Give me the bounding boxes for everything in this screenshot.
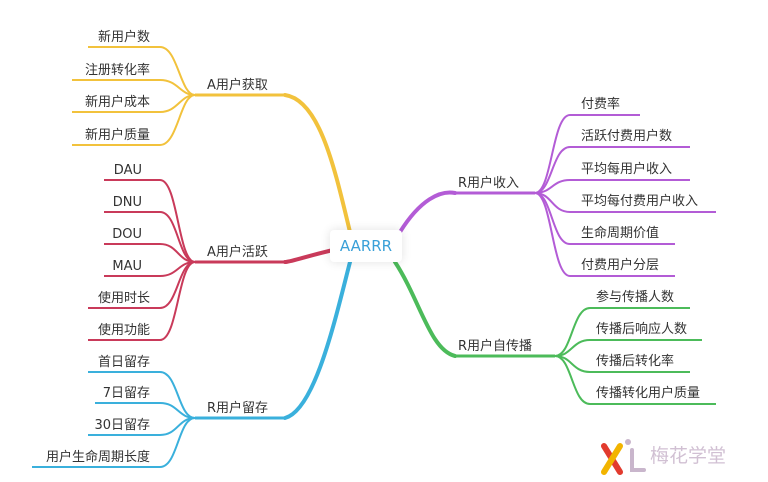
- leaf-activation-usage-duration: 使用时长: [97, 291, 150, 306]
- leaf-activation-dou: DOU: [112, 227, 142, 242]
- watermark-text: 梅花学堂: [650, 445, 727, 467]
- leaf-activation-dau: DAU: [113, 163, 142, 178]
- branch-activation-label: A用户活跃: [207, 245, 268, 260]
- leaf-retention-day30: 30日留存: [94, 418, 150, 433]
- leaf-activation-dnu: DNU: [112, 195, 142, 210]
- connector-center-revenue: [398, 190, 457, 234]
- leaf-referral-conversion-rate: 传播后转化率: [596, 354, 675, 369]
- leaf-revenue-active-paying-users: 活跃付费用户数: [581, 129, 673, 144]
- watermark: 梅花学堂: [598, 432, 758, 480]
- leaf-acquisition-new-users: 新用户数: [97, 30, 150, 45]
- leaf-revenue-pay-rate: 付费率: [581, 97, 621, 112]
- leaf-revenue-arppu: 平均每付费用户收入: [581, 194, 699, 209]
- connector-center-referral: [393, 260, 457, 358]
- center-node: AARRR: [330, 230, 402, 262]
- leaf-referral-converted-user-quality: 传播转化用户质量: [596, 386, 701, 401]
- connector-center-activation: [283, 248, 335, 264]
- leaf-retention-day7: 7日留存: [102, 386, 150, 401]
- leaf-retention-day1: 首日留存: [97, 355, 150, 370]
- leaf-revenue-arpu: 平均每用户收入: [581, 162, 673, 177]
- leaf-activation-mau: MAU: [112, 259, 142, 274]
- leaf-activation-usage-features: 使用功能: [97, 323, 150, 338]
- branch-revenue-label: R用户收入: [458, 176, 520, 191]
- watermark-logo-icon: [601, 439, 646, 475]
- connector-center-retention: [283, 260, 352, 420]
- leaf-acquisition-signup-conversion: 注册转化率: [84, 63, 150, 78]
- leaf-referral-participants: 参与传播人数: [596, 290, 675, 305]
- branch-retention-label: R用户留存: [207, 401, 269, 416]
- leaf-retention-lifecycle-length: 用户生命周期长度: [45, 450, 150, 465]
- leaf-referral-responders: 传播后响应人数: [596, 322, 688, 337]
- leaf-acquisition-new-user-cost: 新用户成本: [84, 95, 150, 110]
- connector-center-acquisition: [283, 93, 352, 234]
- branch-referral-label: R用户自传播: [458, 339, 533, 354]
- leaf-acquisition-new-user-quality: 新用户质量: [84, 128, 150, 143]
- branch-acquisition-label: A用户获取: [207, 78, 268, 93]
- leaf-revenue-ltv: 生命周期价值: [581, 226, 660, 241]
- leaf-revenue-paying-user-tiers: 付费用户分层: [581, 258, 660, 273]
